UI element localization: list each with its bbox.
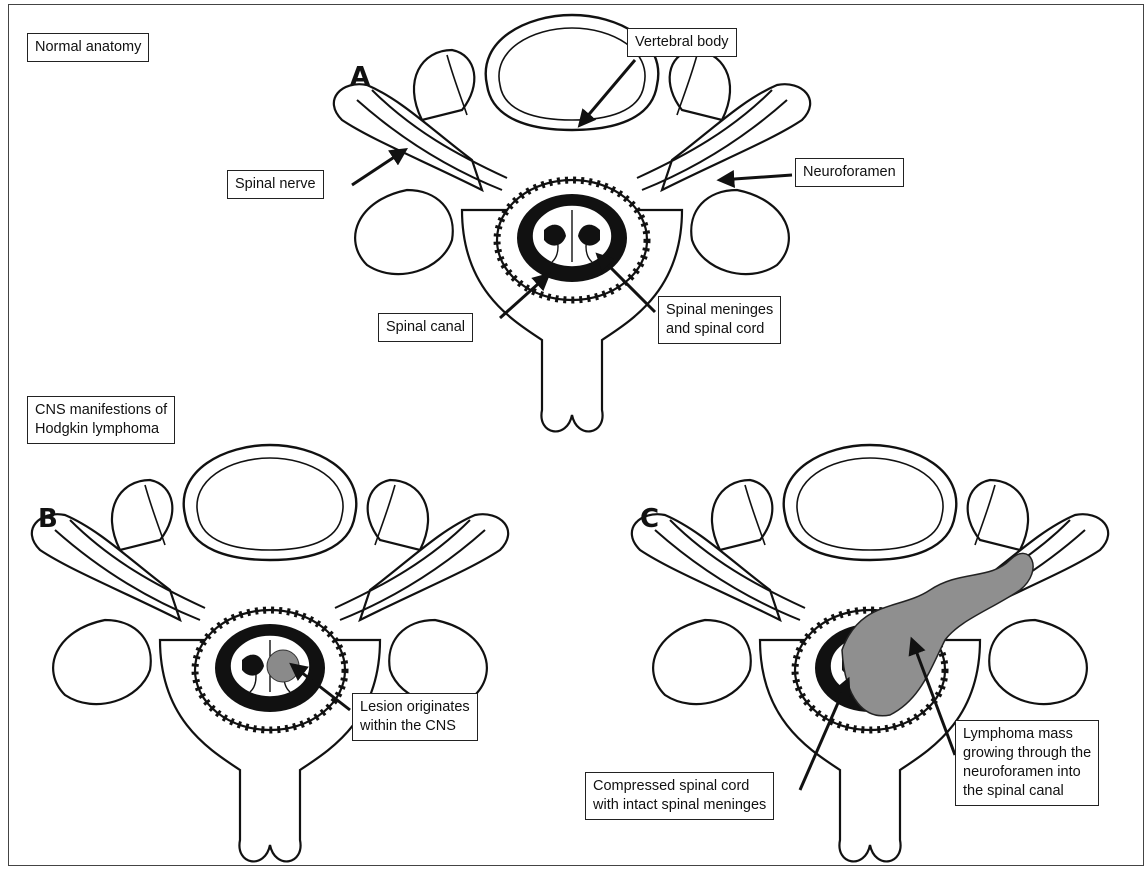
label-spinal-nerve: Spinal nerve bbox=[227, 170, 324, 199]
vertebra-lesion bbox=[32, 445, 508, 861]
arrow-neuroforamen bbox=[720, 175, 792, 180]
label-lymphoma-mass: Lymphoma mass growing through the neurof… bbox=[955, 720, 1099, 806]
label-lesion-cns: Lesion originates within the CNS bbox=[352, 693, 478, 741]
panel-label-c: C bbox=[640, 504, 660, 534]
vertebra-normal bbox=[334, 15, 810, 431]
label-meninges-cord: Spinal meninges and spinal cord bbox=[658, 296, 781, 344]
label-spinal-canal: Spinal canal bbox=[378, 313, 473, 342]
arrow-spinal-nerve bbox=[352, 150, 405, 185]
heading-cns-manifestations: CNS manifestions of Hodgkin lymphoma bbox=[27, 396, 175, 444]
panel-label-b: B bbox=[38, 504, 59, 534]
heading-normal-anatomy: Normal anatomy bbox=[27, 33, 149, 62]
panel-label-a: A bbox=[350, 62, 371, 92]
label-neuroforamen: Neuroforamen bbox=[795, 158, 904, 187]
label-compressed-cord: Compressed spinal cord with intact spina… bbox=[585, 772, 774, 820]
label-vertebral-body: Vertebral body bbox=[627, 28, 737, 57]
